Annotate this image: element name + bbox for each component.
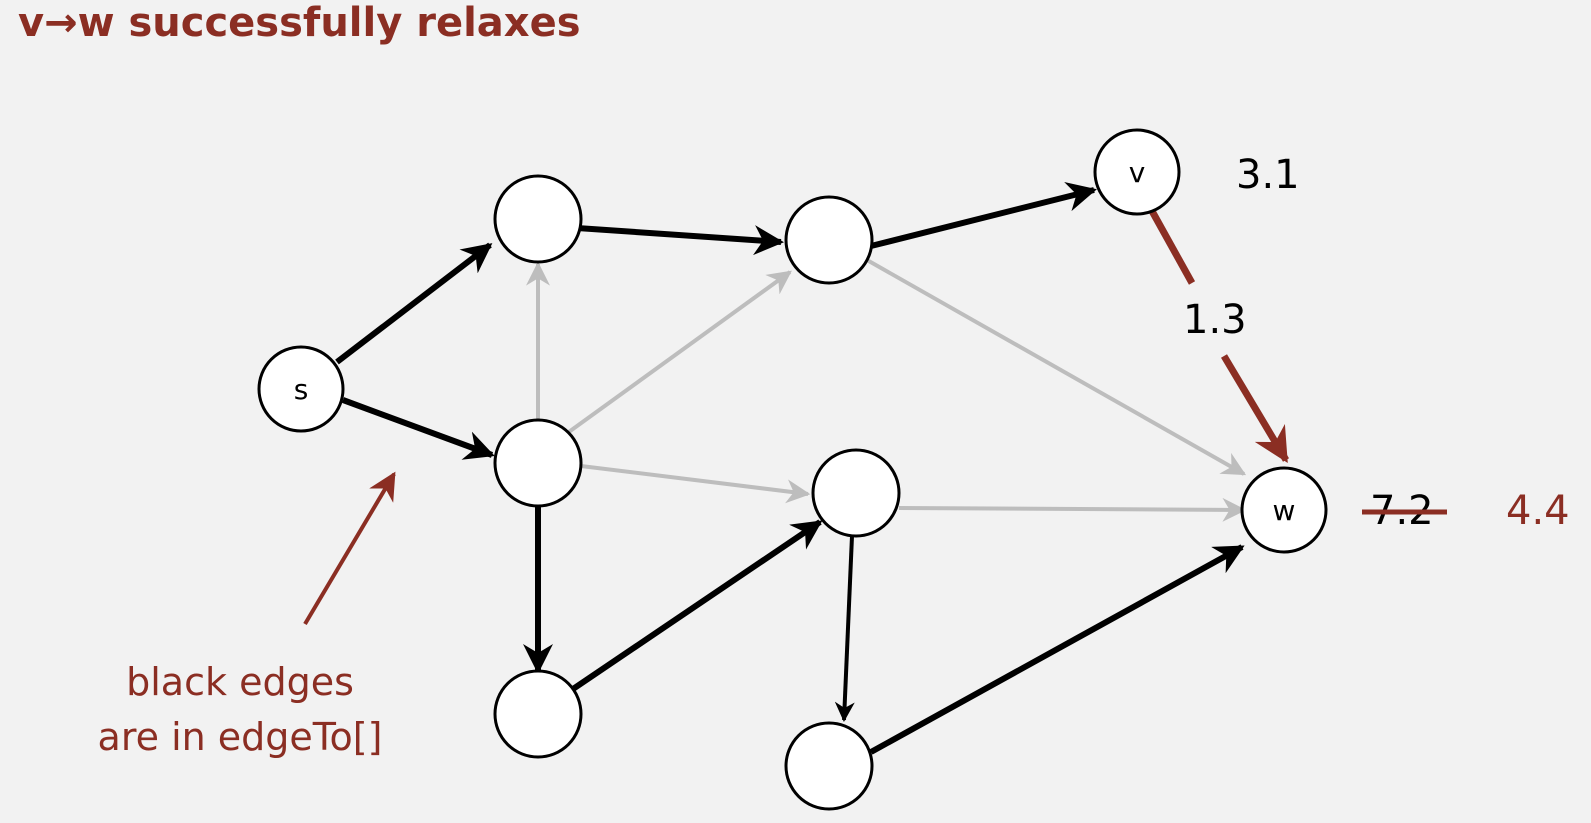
black-edges [335, 182, 1245, 755]
node-d [493, 669, 583, 759]
edge-black-a-c [576, 225, 784, 256]
edge-gray-b-c [564, 270, 792, 436]
annotation-line-2: are in edgeTo[] [98, 715, 383, 759]
node-v-label: v [1129, 156, 1146, 189]
node-f [784, 721, 874, 811]
edge-black-s-b [341, 397, 495, 460]
node-w-label: w [1273, 494, 1296, 527]
annotation-line-1: black edges [126, 660, 354, 704]
edge-black-c-v [870, 182, 1097, 249]
node-s [257, 345, 345, 433]
edge-black-e-f [834, 535, 855, 722]
node-v [1093, 128, 1181, 216]
edge-black-d-e [571, 519, 823, 692]
relaxed-edge-v-w [1148, 209, 1290, 464]
page-title: v→w successfully relaxes [18, 0, 581, 46]
graph-nodes [257, 128, 1328, 811]
edge-black-f-w [869, 544, 1245, 755]
edge-black-s-a [335, 242, 493, 365]
annotation-arrow [303, 471, 396, 626]
node-w [1240, 466, 1328, 554]
node-e [811, 448, 901, 538]
edge-gray-e-w [898, 497, 1247, 522]
gray-edges [526, 258, 1247, 522]
node-b [493, 418, 583, 508]
edge-gray-c-w [866, 258, 1247, 476]
w-new-distance: 4.4 [1506, 488, 1570, 534]
edge-weight-v-w: 1.3 [1183, 297, 1247, 343]
node-s-label: s [294, 373, 309, 406]
edge-gray-b-e [580, 464, 811, 504]
node-c [784, 195, 874, 285]
node-a [493, 174, 583, 264]
v-distance: 3.1 [1236, 152, 1300, 198]
